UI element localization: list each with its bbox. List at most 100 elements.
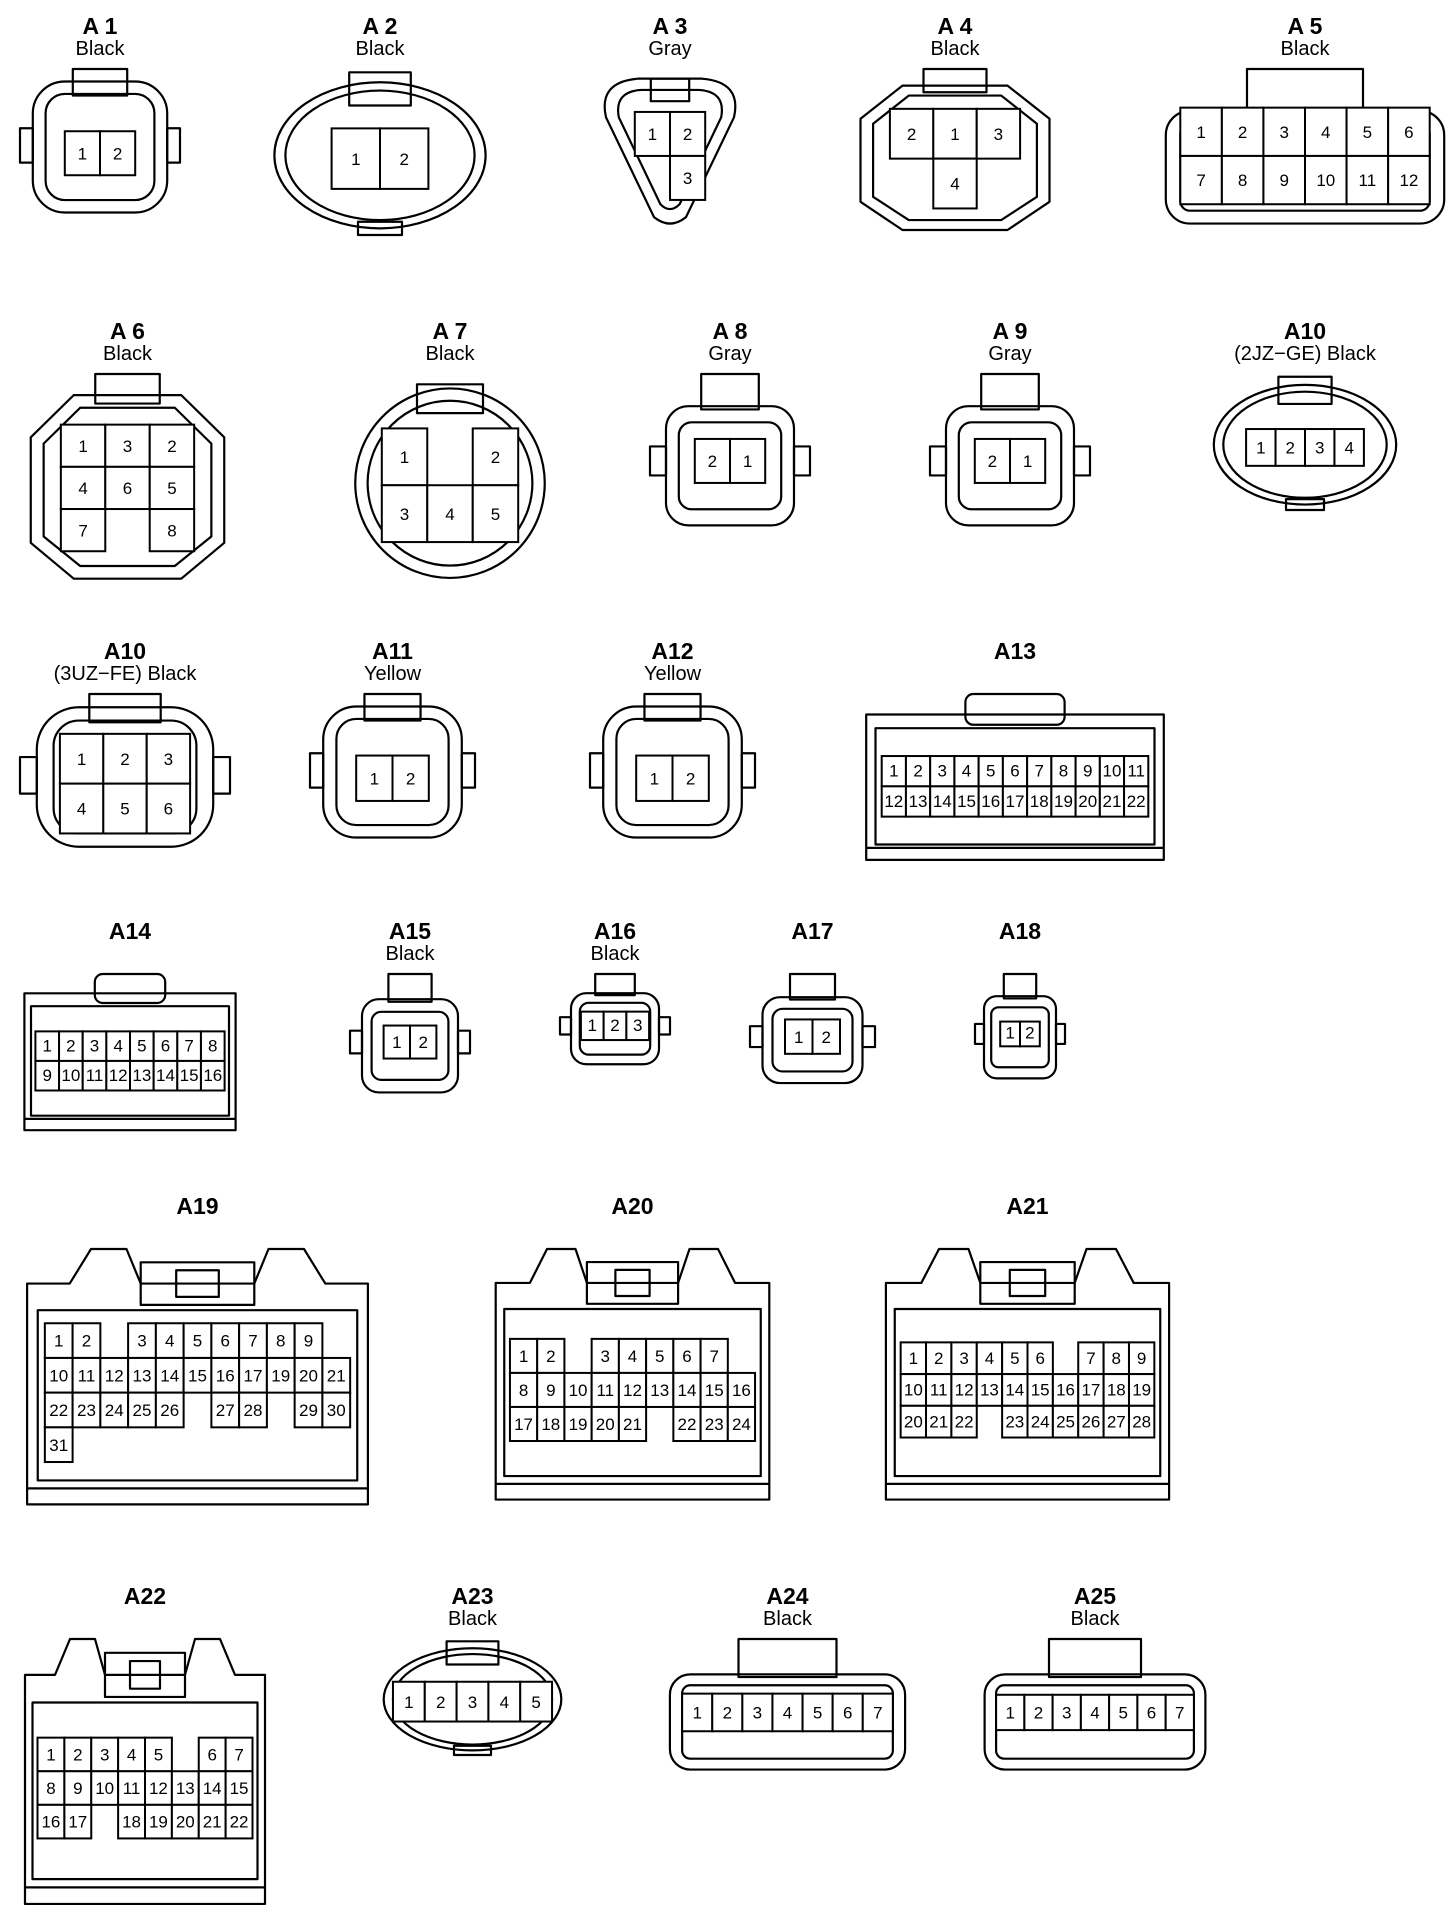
connector-outline (23, 1637, 267, 1906)
pin-cell: 15 (953, 785, 980, 818)
pin-cell: 1 (681, 1692, 714, 1733)
pin-cell: 29 (293, 1391, 324, 1429)
pin-cell: 28 (238, 1391, 268, 1429)
pin-cell: 20 (590, 1405, 620, 1443)
pin-cell: 16 (977, 785, 1004, 818)
pin-cell: 8 (1102, 1341, 1130, 1376)
connector-id: A18 (998, 918, 1042, 944)
pin-cell: 1 (932, 107, 978, 160)
connector-outline (748, 972, 877, 1085)
pin-number: 4 (1321, 123, 1330, 142)
pin-cell: 5 (144, 1736, 173, 1773)
pin-number: 6 (1404, 123, 1413, 142)
pin-cell: 2 (471, 427, 520, 487)
pin-cell: 7 (1026, 755, 1053, 788)
pin-cell: 2 (1019, 1020, 1041, 1048)
pin-cell: 8 (148, 508, 196, 553)
pin-number: 7 (1196, 171, 1205, 190)
connector-color: Black (448, 1608, 497, 1630)
pin-cell: 3 (104, 423, 151, 468)
pin-number: 1 (392, 1033, 401, 1052)
connector-id: A12 (651, 638, 694, 664)
pin-cell: 1 (63, 130, 101, 177)
pin-cell: 6 (145, 782, 192, 835)
pin-number: 6 (682, 1347, 691, 1366)
pin-number: 6 (1035, 1349, 1044, 1368)
pin-number: 17 (1006, 792, 1025, 811)
pin-cell: 20 (170, 1803, 200, 1840)
pin-cell: 24 (1026, 1404, 1054, 1439)
pin-number: 2 (1034, 1704, 1043, 1723)
pin-cell: 19 (144, 1803, 173, 1840)
pin-number: 2 (913, 762, 922, 781)
pin-cell: 18 (536, 1405, 566, 1443)
pin-cell: 20 (899, 1404, 928, 1439)
pin-cell: 4 (953, 755, 980, 788)
pin-cell: 5 (102, 782, 148, 835)
pin-cell: 7 (238, 1322, 268, 1359)
pin-number: 2 (1025, 1023, 1034, 1042)
pin-cell: 2 (973, 437, 1011, 484)
connector-id: A 8 (712, 318, 748, 344)
connector-outline (603, 77, 737, 225)
pin-cell: 19 (1050, 785, 1077, 818)
pin-number: 12 (884, 792, 903, 811)
pin-number: 4 (78, 479, 87, 498)
pin-cell: 6 (831, 1692, 864, 1733)
pin-number: 4 (950, 175, 959, 194)
pin-number: 12 (623, 1381, 642, 1400)
pin-cell: 9 (1127, 1341, 1156, 1376)
pin-number: 14 (678, 1381, 697, 1400)
pin-number: 17 (244, 1366, 263, 1385)
pin-number: 2 (546, 1347, 555, 1366)
pin-number: 1 (77, 750, 86, 769)
pin-number: 19 (1054, 792, 1073, 811)
pin-number: 1 (794, 1028, 803, 1047)
pin-number: 16 (41, 1813, 60, 1832)
pin-cell: 6 (1136, 1693, 1167, 1732)
pin-number: 3 (1062, 1704, 1071, 1723)
pin-cell: 1 (355, 754, 394, 802)
connector-color: Black (1070, 1608, 1120, 1630)
pin-number: 11 (86, 1066, 104, 1085)
pin-number: 9 (546, 1381, 555, 1400)
pin-number: 6 (1010, 762, 1019, 781)
pin-cell: 2 (409, 1024, 438, 1060)
pin-number: 1 (519, 1347, 528, 1366)
pin-cell: 11 (117, 1770, 146, 1806)
pin-cell: 6 (672, 1337, 702, 1374)
pin-cell: 2 (536, 1337, 566, 1374)
pin-number: 7 (1086, 1349, 1095, 1368)
pin-number: 19 (271, 1366, 290, 1385)
pin-cell: 31 (43, 1426, 74, 1464)
pin-cell: 14 (672, 1371, 702, 1408)
connector-outline (865, 692, 1165, 861)
pin-number: 16 (1056, 1381, 1075, 1400)
pin-cell: 13 (127, 1356, 157, 1394)
pin-cell: 1 (635, 754, 674, 802)
connector-id: A25 (1073, 1583, 1117, 1609)
pin-cell: 2 (99, 130, 137, 177)
pin-cell: 5 (977, 755, 1004, 788)
pin-cell: 2 (888, 107, 935, 160)
pin-number: 29 (299, 1401, 318, 1420)
pin-number: 25 (1056, 1412, 1075, 1431)
pin-cell: 1 (36, 1736, 66, 1773)
pin-number: 4 (962, 762, 971, 781)
pin-number: 2 (708, 452, 717, 471)
pin-number: 26 (160, 1401, 179, 1420)
pin-number: 18 (1107, 1381, 1126, 1400)
connector-color: Black (355, 38, 405, 60)
pin-number: 4 (1344, 439, 1353, 458)
pin-number: 20 (904, 1412, 923, 1431)
pin-cell: 16 (199, 1059, 226, 1092)
pin-cell: 2 (904, 755, 932, 788)
pin-number: 11 (1359, 171, 1377, 190)
